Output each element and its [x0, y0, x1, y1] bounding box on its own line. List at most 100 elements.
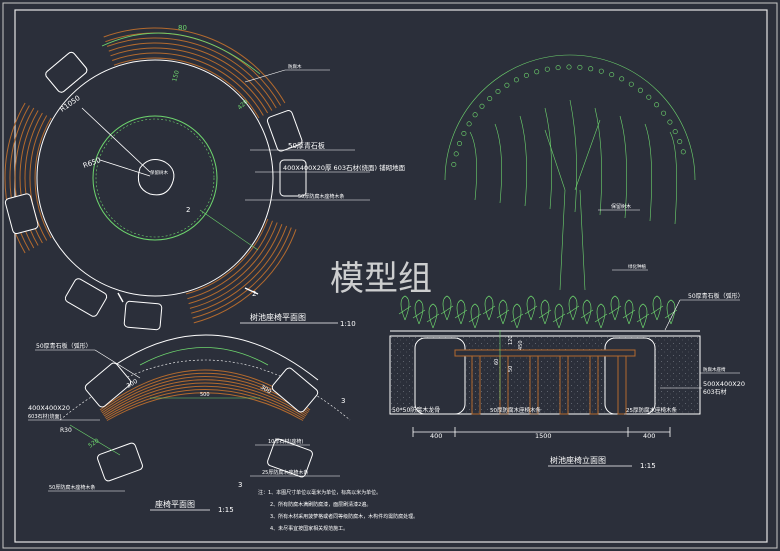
note-4: 4、未尽事宜按国家相关规范施工。 — [270, 525, 348, 532]
bench-plank — [104, 385, 306, 418]
canopy-leaf — [479, 103, 485, 109]
canopy-leaf — [677, 139, 683, 145]
bench-plank-arc — [34, 117, 52, 239]
bench-plan: 50厚青石板（弧形） 300 300 500 400X400X20 603石材(… — [28, 334, 351, 514]
leader-50-top-2 — [664, 299, 681, 331]
shrub-leaf — [482, 295, 496, 321]
canopy-leaf — [566, 64, 572, 70]
bench-plank-arc — [193, 229, 297, 324]
shrub-leaf — [468, 303, 482, 329]
bench-plank-arc — [29, 115, 48, 241]
section-line-2 — [199, 209, 259, 251]
elev-bottom-3: 25厚防腐木座椅木条 — [626, 406, 677, 414]
dim-500: 500 — [200, 392, 210, 398]
mark-2-b: 2 — [252, 290, 256, 298]
canopy-leaf — [654, 102, 660, 108]
shrub-leaf — [524, 295, 538, 321]
radius-outer-label: R1050 — [59, 94, 82, 114]
wood-bench-arcs — [4, 27, 297, 324]
bench-plank-arc — [188, 222, 278, 305]
canopy-leaf — [451, 162, 457, 168]
elev-bottom-2: 50厚防腐木座椅木条 — [490, 406, 541, 414]
shrub-leaf — [398, 295, 412, 321]
canopy-outline — [444, 54, 696, 181]
elev-tile-a: 500X400X20 — [703, 380, 745, 388]
inner-planting-circle-2 — [95, 118, 215, 238]
canopy-leaf — [661, 110, 667, 116]
elev-stone-left — [414, 337, 466, 415]
bench-plank-arc — [113, 57, 260, 119]
bench-plank-arc — [192, 227, 292, 319]
dim-520-line — [69, 424, 121, 456]
elev-note-50-top: 50厚青石板（弧形） — [688, 292, 744, 300]
canopy-leaf — [609, 72, 615, 78]
outer-circle — [36, 59, 274, 297]
canopy-branch — [494, 123, 502, 204]
trunk-lines — [544, 119, 601, 291]
plan-title: 树池座椅平面图 — [250, 312, 306, 322]
dim-420: 420 — [236, 98, 249, 111]
elev-title: 树池座椅立面图 — [550, 455, 606, 465]
shrub-leaf — [454, 299, 468, 325]
shrub-leaf — [426, 303, 440, 329]
bench-plank — [106, 392, 304, 421]
radius-inner-label: R650 — [82, 156, 102, 170]
mark-left-arrow — [117, 292, 124, 303]
bench-leg — [471, 355, 481, 415]
shrubs — [398, 295, 678, 329]
canopy-leaf — [646, 94, 652, 100]
bench-stone-block — [97, 442, 143, 482]
inner-planting-circle — [92, 115, 218, 241]
mark-3-b: 3 — [238, 481, 242, 489]
bench-note-50: 50厚防腐木座椅木条 — [49, 484, 95, 491]
elev-tree-note: 保留树木 — [611, 203, 631, 210]
dim-50: 50 — [508, 366, 514, 372]
bench-plank-arc — [9, 105, 30, 251]
shrub-leaf — [650, 295, 664, 321]
canopy-leaf — [504, 82, 510, 88]
inner-frame — [14, 9, 768, 543]
bench-tile-b: 603石材(烧面) — [28, 413, 61, 420]
dim-60: 60 — [494, 359, 500, 365]
canopy-leaf — [472, 112, 478, 118]
stone-block — [123, 300, 163, 331]
bench-plank-arc — [185, 218, 269, 295]
bench-plank-arc — [112, 52, 264, 116]
stone-block — [64, 278, 108, 317]
shrub-leaf — [510, 303, 524, 329]
bench-plank-arc — [108, 42, 273, 111]
dim-450: 450 — [518, 340, 524, 350]
shrub-leaf — [538, 299, 552, 325]
plan-scale: 1:10 — [340, 320, 356, 328]
canopy-leaf — [487, 96, 493, 102]
stone-block — [4, 193, 39, 235]
canopy-leaf — [667, 119, 673, 125]
bench-plank-arc — [191, 225, 288, 314]
canopy-leaf — [577, 64, 583, 70]
stone-block — [266, 110, 303, 152]
bench-plank-arc — [106, 37, 277, 109]
elev-dim-right: 400 — [643, 432, 655, 440]
elev-scale: 1:15 — [640, 462, 656, 470]
shrub-leaf — [440, 295, 454, 321]
canopy-leaf — [637, 87, 643, 93]
bench-plank-arc — [110, 47, 269, 114]
elev-tile-b: 603石材 — [703, 388, 726, 396]
dim-top: 80 — [178, 24, 187, 32]
note-3: 3、所有木材采用菠萝格或者同等级防腐木，木构件均需防腐处理。 — [270, 513, 418, 520]
dim-150: 150 — [171, 69, 181, 82]
top-dimension-arc — [101, 32, 261, 75]
canopy-leaf — [598, 68, 604, 74]
tree-label: 保留树木 — [150, 169, 168, 176]
bench-note-25: 25厚防腐木座椅木条 — [262, 469, 308, 476]
mark-2-a: 2 — [186, 206, 190, 214]
canopy-branch — [569, 99, 577, 213]
bench-note-top: 50厚青石板（弧形） — [36, 342, 92, 350]
elev-bottom-1: 50*50防腐木龙骨 — [392, 406, 440, 414]
dim-r30: R30 — [60, 427, 72, 434]
elevation-view: 保留树木 绿化种植 60 50 120 450 50厚青石板（弧形） — [389, 54, 745, 470]
bench-plank-arc — [103, 27, 286, 104]
